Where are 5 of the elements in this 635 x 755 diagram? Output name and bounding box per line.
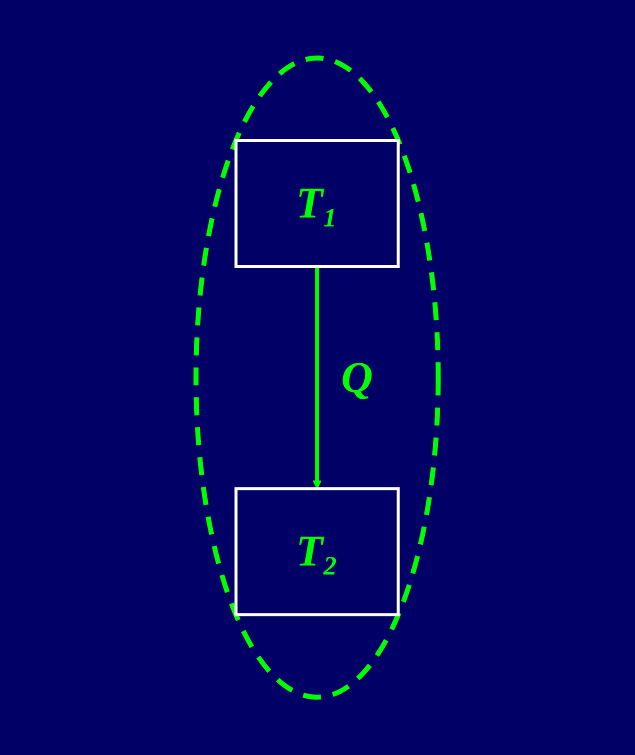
node-box: T₁: [234, 138, 400, 268]
arrow: [313, 266, 322, 489]
edge-label: Q: [342, 352, 374, 402]
dashed-ellipse: [194, 55, 442, 700]
node-box: T₂: [234, 487, 400, 616]
